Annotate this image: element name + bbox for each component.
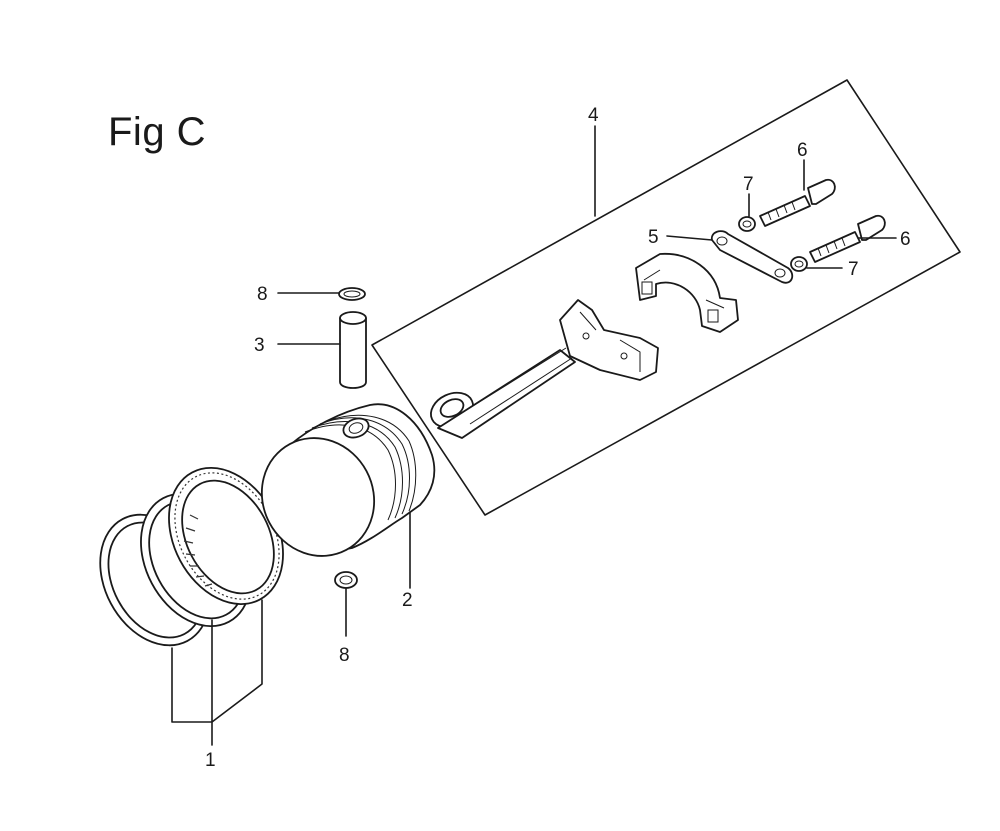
figure-title: Fig C — [108, 110, 207, 154]
piston-pin-circlip-top — [338, 287, 366, 301]
callout-6-upper: 6 — [797, 140, 808, 161]
leader-line-5 — [666, 235, 713, 241]
lock-plate — [710, 230, 794, 284]
connecting-rod-assembly-box — [371, 79, 961, 516]
callout-8-upper: 8 — [257, 284, 268, 305]
callout-2: 2 — [402, 590, 413, 611]
callout-4: 4 — [588, 105, 599, 126]
bolt-washer-lower — [790, 256, 808, 272]
connecting-rod-bolt-upper — [759, 178, 836, 227]
piston-ring-set — [99, 467, 284, 647]
connecting-rod-bolt-lower — [809, 214, 886, 263]
callout-6-lower: 6 — [900, 229, 911, 250]
callout-8-lower: 8 — [339, 645, 350, 666]
callout-7-lower: 7 — [848, 259, 859, 280]
piston-pin-circlip-bottom — [334, 571, 358, 589]
bolt-washer-upper — [738, 216, 756, 232]
callout-5: 5 — [648, 227, 659, 248]
piston-pin — [339, 311, 367, 389]
piston — [260, 403, 436, 557]
connecting-rod-cap — [635, 253, 739, 333]
callout-7-upper: 7 — [743, 174, 754, 195]
callout-3: 3 — [254, 335, 265, 356]
connecting-rod — [430, 299, 659, 439]
piston-ring-oil — [168, 467, 284, 605]
callout-1: 1 — [205, 750, 216, 771]
